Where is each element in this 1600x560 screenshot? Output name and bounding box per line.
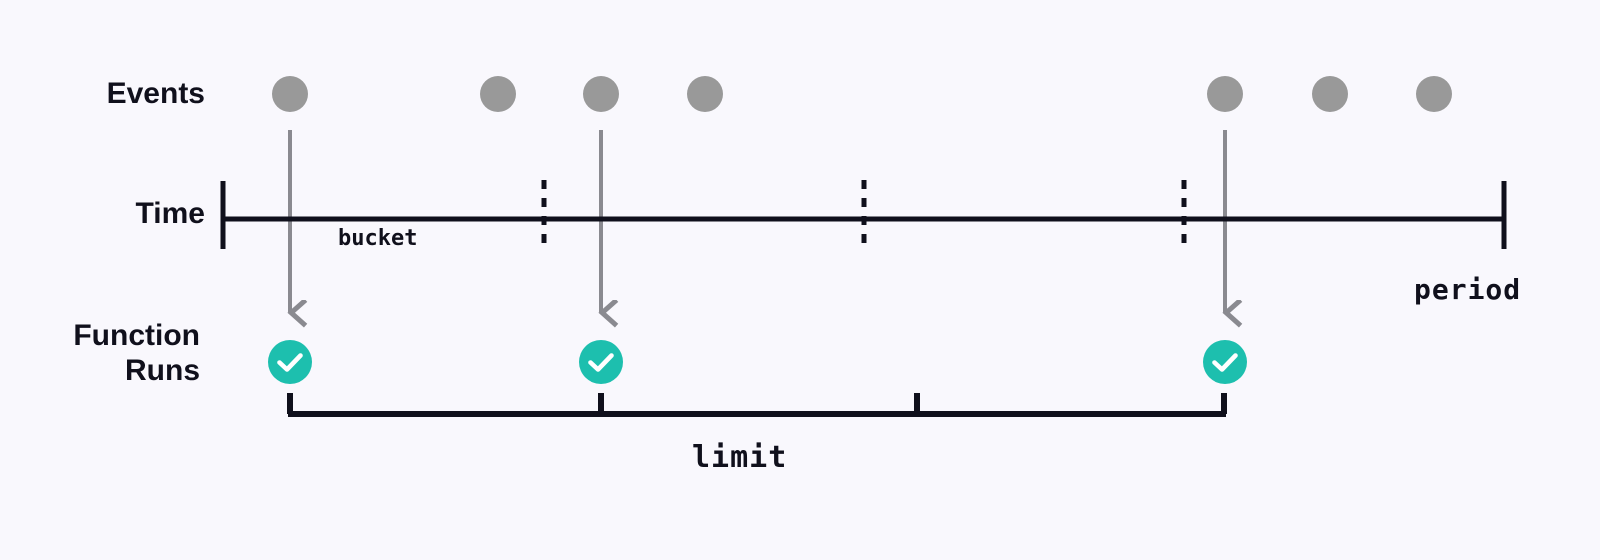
- run-circle: [1203, 340, 1247, 384]
- events-row: [272, 76, 1452, 112]
- check-icon: [277, 353, 303, 372]
- period-annotation-label: period: [1414, 273, 1522, 306]
- limit-bracket: [287, 393, 1227, 417]
- check-icon: [588, 353, 614, 372]
- function-runs-row-label: Function Runs: [73, 319, 200, 388]
- event-dot: [687, 76, 723, 112]
- time-row-label: Time: [135, 197, 205, 230]
- event-dot: [1207, 76, 1243, 112]
- event-dot: [480, 76, 516, 112]
- check-icon: [1212, 353, 1238, 372]
- event-dot: [272, 76, 308, 112]
- function-run-success-badge: [1203, 340, 1247, 384]
- run-circle: [268, 340, 312, 384]
- function-run-success-badge: [579, 340, 623, 384]
- events-row-label: Events: [106, 77, 205, 110]
- time-axis: [220, 180, 1507, 250]
- limit-annotation-label: limit: [692, 440, 788, 475]
- function-runs-row: [268, 340, 1247, 384]
- event-dot: [1416, 76, 1452, 112]
- run-circle: [579, 340, 623, 384]
- event-dot: [583, 76, 619, 112]
- bucket-annotation-label: bucket: [338, 226, 418, 251]
- function-run-success-badge: [268, 340, 312, 384]
- event-dot: [1312, 76, 1348, 112]
